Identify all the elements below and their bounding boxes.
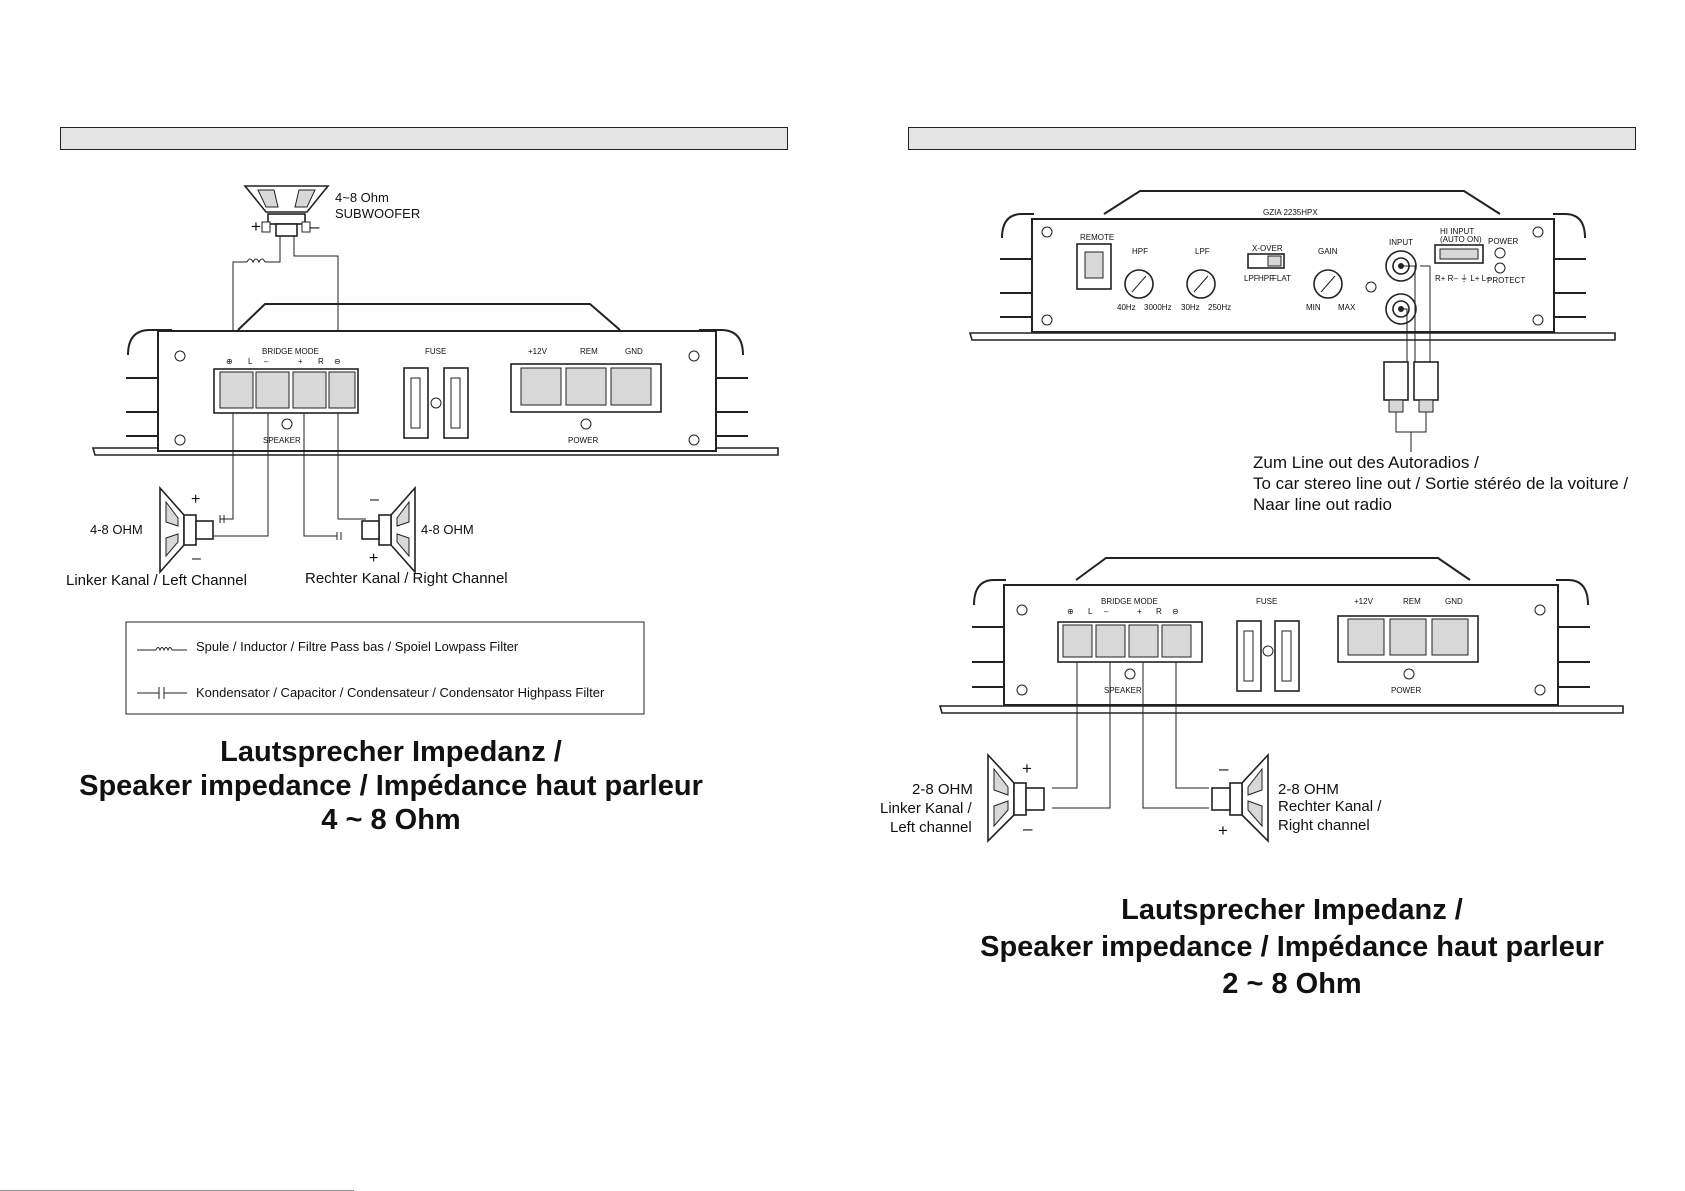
- line-out-note-1: Zum Line out des Autoradios /: [1253, 453, 1479, 472]
- left-header-bar: [60, 127, 788, 150]
- left-term-mark: –: [264, 357, 269, 366]
- left-title-line3: 4 ~ 8 Ohm: [321, 804, 460, 836]
- right-right-speaker-plus: +: [1218, 821, 1228, 840]
- right-title-line1: Lautsprecher Impedanz /: [1121, 894, 1463, 926]
- hpf-label: HPF: [1132, 247, 1148, 256]
- left-speaker-impedance: 4-8 OHM: [90, 522, 143, 537]
- gain-label: GAIN: [1318, 247, 1338, 256]
- right-power-label: POWER: [1391, 686, 1421, 695]
- hpf-max-label: 3000Hz: [1144, 303, 1172, 312]
- legend-capacitor-label: Kondensator / Capacitor / Condensateur /…: [196, 685, 605, 700]
- auto-on-label: (AUTO ON): [1440, 235, 1482, 244]
- protect-led-label: PROTECT: [1487, 276, 1525, 285]
- right-right-channel-1: Rechter Kanal /: [1278, 798, 1382, 815]
- right-term-mark: R: [1156, 607, 1162, 616]
- inductor-icon: [137, 647, 187, 652]
- xover-hpf: HPF: [1258, 274, 1274, 283]
- capacitor-icon: [137, 687, 187, 699]
- line-out-note-3: Naar line out radio: [1253, 495, 1392, 514]
- right-power-term: REM: [1403, 597, 1421, 606]
- right-left-channel-1: Linker Kanal /: [880, 800, 973, 817]
- hi-input-label: HI INPUT: [1440, 227, 1474, 236]
- gain-min-label: MIN: [1306, 303, 1321, 312]
- left-speaker-label: SPEAKER: [263, 436, 301, 445]
- right-speaker-plus: +: [369, 550, 378, 567]
- left-title-line2: Speaker impedance / Impédance haut parle…: [79, 770, 703, 802]
- hpf-min-label: 40Hz: [1117, 303, 1136, 312]
- left-power-term: REM: [580, 347, 598, 356]
- right-left-speaker-plus: +: [1022, 759, 1032, 778]
- left-fuse-label: FUSE: [425, 347, 446, 356]
- left-term-mark: L: [248, 357, 253, 366]
- left-power-term: +12V: [528, 347, 548, 356]
- right-title-line3: 2 ~ 8 Ohm: [1222, 968, 1361, 1000]
- line-out-note-2: To car stereo line out / Sortie stéréo d…: [1253, 474, 1628, 493]
- right-channel-label: Rechter Kanal / Right Channel: [305, 570, 508, 587]
- left-amplifier: [91, 303, 779, 456]
- right-right-speaker-icon: [1211, 752, 1269, 843]
- model-label: GZIA 2235HPX: [1263, 208, 1318, 217]
- remote-label: REMOTE: [1080, 233, 1114, 242]
- lpf-label: LPF: [1195, 247, 1210, 256]
- gain-max-label: MAX: [1338, 303, 1356, 312]
- legend-box: [125, 621, 645, 715]
- right-left-channel-2: Left channel: [890, 819, 972, 836]
- left-diagram: 4~8 Ohm SUBWOOFER + –: [66, 185, 779, 836]
- hi-pins-label: R+ R– ⏚ L+ L–: [1435, 274, 1491, 283]
- right-right-speaker-minus: –: [1219, 759, 1229, 778]
- right-term-mark: ⊕: [1067, 607, 1074, 616]
- xover-flat: FLAT: [1272, 274, 1291, 283]
- xover-lpf: LPF: [1244, 274, 1259, 283]
- right-power-term: GND: [1445, 597, 1463, 606]
- left-bridge-mode-label: BRIDGE MODE: [262, 347, 319, 356]
- right-speaker-minus: –: [370, 491, 379, 508]
- right-term-mark: ⊖: [1172, 607, 1179, 616]
- right-speaker-icon: [361, 485, 416, 575]
- right-amplifier: [938, 557, 1624, 714]
- right-term-mark: +: [1137, 607, 1142, 616]
- lpf-max-label: 250Hz: [1208, 303, 1231, 312]
- left-speaker-icon: [159, 485, 214, 575]
- xover-label: X-OVER: [1252, 244, 1283, 253]
- left-channel-label: Linker Kanal / Left Channel: [66, 572, 247, 589]
- right-power-term: +12V: [1354, 597, 1374, 606]
- right-left-speaker-impedance: 2-8 OHM: [912, 781, 973, 798]
- left-speaker-wires: [213, 413, 366, 540]
- input-label: INPUT: [1389, 238, 1413, 247]
- left-power-term: GND: [625, 347, 643, 356]
- legend-inductor-label: Spule / Inductor / Filtre Pass bas / Spo…: [196, 639, 519, 654]
- subwoofer-minus: –: [310, 217, 320, 236]
- right-left-speaker-minus: –: [1023, 819, 1033, 838]
- left-power-label: POWER: [568, 436, 598, 445]
- right-fuse-label: FUSE: [1256, 597, 1277, 606]
- right-diagram: GZIA 2235HPX REMOTE HPF 40Hz 3000Hz LPF …: [880, 190, 1628, 1000]
- subwoofer-impedance: 4~8 Ohm: [335, 190, 389, 205]
- left-speaker-minus: –: [192, 550, 201, 567]
- rca-cable-icon: [1383, 265, 1439, 452]
- left-term-mark: ⊕: [226, 357, 233, 366]
- subwoofer-label: SUBWOOFER: [335, 206, 420, 221]
- right-speaker-wires: [1052, 662, 1209, 809]
- right-right-speaker-impedance: 2-8 OHM: [1278, 781, 1339, 798]
- right-term-mark: L: [1088, 607, 1093, 616]
- right-right-channel-2: Right channel: [1278, 817, 1370, 834]
- left-term-mark: ⊖: [334, 357, 341, 366]
- subwoofer-icon: [243, 185, 330, 237]
- left-term-mark: +: [298, 357, 303, 366]
- right-title-line2: Speaker impedance / Impédance haut parle…: [980, 931, 1604, 963]
- right-speaker-label: SPEAKER: [1104, 686, 1142, 695]
- left-title-line1: Lautsprecher Impedanz /: [220, 736, 562, 768]
- left-speaker-plus: +: [191, 491, 200, 508]
- right-term-mark: –: [1104, 607, 1109, 616]
- left-term-mark: R: [318, 357, 324, 366]
- right-speaker-impedance: 4-8 OHM: [421, 522, 474, 537]
- right-header-bar: [908, 127, 1636, 150]
- right-left-speaker-icon: [987, 752, 1045, 843]
- subwoofer-plus: +: [251, 217, 261, 236]
- lpf-min-label: 30Hz: [1181, 303, 1200, 312]
- right-bridge-mode-label: BRIDGE MODE: [1101, 597, 1158, 606]
- power-led-label: POWER: [1488, 237, 1518, 246]
